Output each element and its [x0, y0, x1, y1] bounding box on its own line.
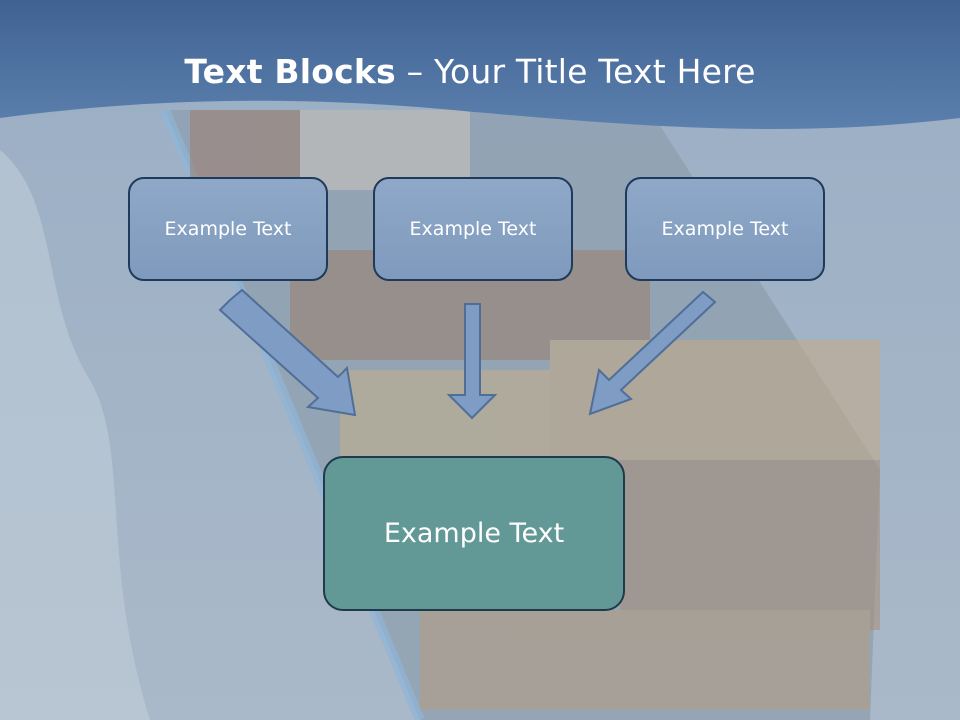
target-text-block-label: Example Text — [383, 518, 565, 549]
text-block-3[interactable]: Example Text — [625, 177, 825, 281]
header-band — [0, 0, 960, 130]
wake-foam — [0, 150, 150, 720]
target-text-block[interactable]: Example Text — [323, 456, 625, 611]
title-bold: Text Blocks — [184, 52, 396, 91]
text-block-1[interactable]: Example Text — [128, 177, 328, 281]
text-block-1-label: Example Text — [164, 218, 292, 240]
title-rest: – Your Title Text Here — [395, 52, 756, 91]
slide-title: Text Blocks – Your Title Text Here — [0, 52, 940, 91]
text-block-3-label: Example Text — [661, 218, 789, 240]
text-block-2[interactable]: Example Text — [373, 177, 573, 281]
text-block-2-label: Example Text — [409, 218, 537, 240]
